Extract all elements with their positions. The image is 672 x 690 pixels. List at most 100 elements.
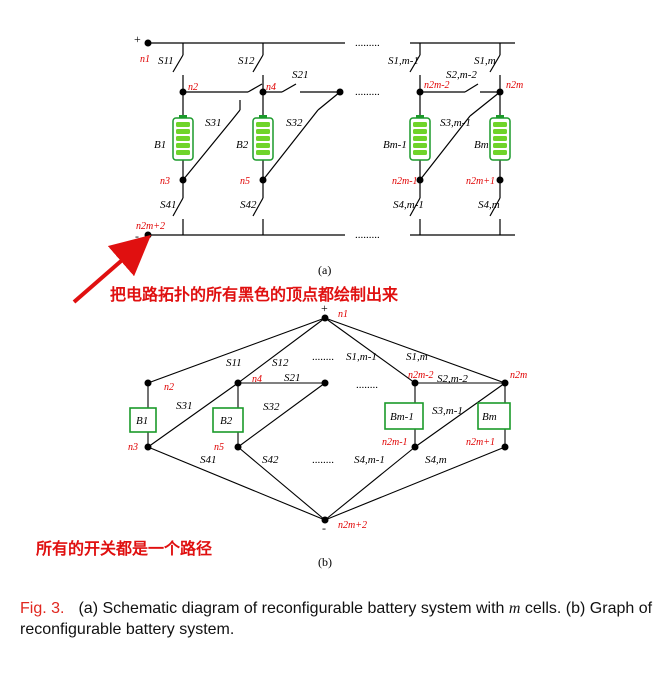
graph-label-n4: n4 — [252, 374, 262, 385]
node-n2m — [496, 88, 504, 96]
graph-edge-s31: S31 — [176, 400, 193, 412]
label-s1m-1: S1,m-1 — [388, 55, 419, 67]
graph-edge-s41: S41 — [200, 454, 217, 466]
label-n2m: n2m — [506, 80, 523, 91]
graph-edge-s12: S12 — [272, 357, 289, 369]
caption-text-part2: cells. (b) Graph of reconfigurable batte… — [20, 600, 653, 638]
graph-battery-b1-box — [129, 407, 157, 433]
ellipsis-top: ......... — [355, 37, 380, 49]
node-s32-end — [336, 88, 344, 96]
node-n3 — [179, 176, 187, 184]
plus-terminal: + — [134, 32, 141, 46]
graph-battery-b2-box — [212, 407, 244, 433]
graph-node-n2 — [144, 379, 152, 387]
graph-label-bm: Bm — [482, 411, 497, 423]
graph-node-n2m+1 — [501, 443, 509, 451]
label-s1m: S1,m — [474, 55, 496, 67]
label-s4m-1: S4,m-1 — [393, 199, 424, 211]
graph-node-n2m-2 — [411, 379, 419, 387]
label-n5: n5 — [240, 176, 250, 187]
graph-label-n2m: n2m — [510, 370, 527, 381]
graph-battery-bm-box — [477, 402, 511, 430]
graph-battery-bm1-box — [384, 402, 424, 430]
graph-plus: + — [321, 301, 328, 315]
label-s42: S42 — [240, 199, 257, 211]
node-n1 — [144, 39, 152, 47]
node-n4 — [259, 88, 267, 96]
label-s3m-1: S3,m-1 — [440, 117, 471, 129]
graph-node-n2m-1 — [411, 443, 419, 451]
graph-node-s21-end — [321, 379, 329, 387]
annotation-switch-path: 所有的开关都是一个路径 — [36, 539, 212, 558]
graph-label-n2m+1: n2m+1 — [466, 437, 495, 448]
label-s21: S21 — [292, 69, 309, 81]
graph-minus: - — [322, 521, 326, 535]
graph-node-n5 — [234, 443, 242, 451]
label-s41: S41 — [160, 199, 177, 211]
label-n1: n1 — [140, 54, 150, 65]
graph-node-n2m — [501, 379, 509, 387]
label-bm: Bm — [474, 139, 489, 151]
graph-edge-s32: S32 — [263, 401, 280, 413]
annotation-draw-vertices: 把电路拓扑的所有黑色的顶点都绘制出来 — [110, 285, 399, 304]
label-b1: B1 — [154, 139, 166, 151]
graph-ellipsis-top: ........ — [312, 351, 334, 363]
label-s12: S12 — [238, 55, 255, 67]
node-n2 — [179, 88, 187, 96]
graph-label-b1: B1 — [136, 415, 148, 427]
label-n2m+2: n2m+2 — [136, 221, 165, 232]
label-s31: S31 — [205, 117, 222, 129]
graph-label-n5: n5 — [214, 442, 224, 453]
panel-b-label: (b) — [318, 555, 332, 569]
label-n2m+1: n2m+1 — [466, 176, 495, 187]
node-n2m+1 — [496, 176, 504, 184]
ellipsis-mid: ......... — [355, 86, 380, 98]
label-s2m-2: S2,m-2 — [446, 69, 477, 81]
battery-b1-icon — [172, 115, 194, 161]
label-b2: B2 — [236, 139, 249, 151]
figure-number: Fig. 3. — [20, 600, 65, 617]
label-n2m-2: n2m-2 — [424, 80, 450, 91]
graph-panel-b — [147, 317, 506, 521]
schematic-nodes — [144, 39, 504, 239]
graph-edge-s2m-2: S2,m-2 — [437, 373, 468, 385]
graph-edge-s1m: S1,m — [406, 351, 428, 363]
graph-node-n2m+2 — [321, 516, 329, 524]
label-n2: n2 — [188, 82, 198, 93]
graph-label-n3: n3 — [128, 442, 138, 453]
node-n2m-1 — [416, 176, 424, 184]
graph-ellipsis-bottom: ........ — [312, 454, 334, 466]
graph-edge-s42: S42 — [262, 454, 279, 466]
graph-edge-s3m-1: S3,m-1 — [432, 405, 463, 417]
graph-label-bm-1: Bm-1 — [390, 411, 414, 423]
graph-label-n1: n1 — [338, 309, 348, 320]
label-s32: S32 — [286, 117, 303, 129]
graph-node-n3 — [144, 443, 152, 451]
figure-caption: Fig. 3. (a) Schematic diagram of reconfig… — [20, 598, 660, 640]
graph-label-n2: n2 — [164, 382, 174, 393]
battery-bm-icon — [489, 115, 511, 161]
graph-ellipsis-mid: ........ — [356, 379, 378, 391]
label-n3: n3 — [160, 176, 170, 187]
red-arrow-icon — [72, 234, 152, 304]
label-s11: S11 — [158, 55, 174, 67]
label-n2m-1: n2m-1 — [392, 176, 418, 187]
battery-b2-icon — [252, 115, 274, 161]
panel-a-label: (a) — [318, 263, 331, 277]
graph-label-n2m-1: n2m-1 — [382, 437, 408, 448]
caption-text-part1: (a) Schematic diagram of reconfigurable … — [78, 600, 505, 617]
label-n4: n4 — [266, 82, 276, 93]
node-n5 — [259, 176, 267, 184]
caption-variable-m: m — [508, 600, 521, 617]
graph-node-n1 — [321, 314, 329, 322]
node-n2m-2 — [416, 88, 424, 96]
graph-edge-s21: S21 — [284, 372, 301, 384]
node-n2m+2 — [144, 231, 152, 239]
graph-label-n2m+2: n2m+2 — [338, 520, 367, 531]
graph-edge-s1m-1: S1,m-1 — [346, 351, 377, 363]
graph-label-n2m-2: n2m-2 — [408, 370, 434, 381]
label-s4m: S4,m — [478, 199, 500, 211]
label-bm-1: Bm-1 — [383, 139, 407, 151]
ellipsis-bottom: ......... — [355, 229, 380, 241]
